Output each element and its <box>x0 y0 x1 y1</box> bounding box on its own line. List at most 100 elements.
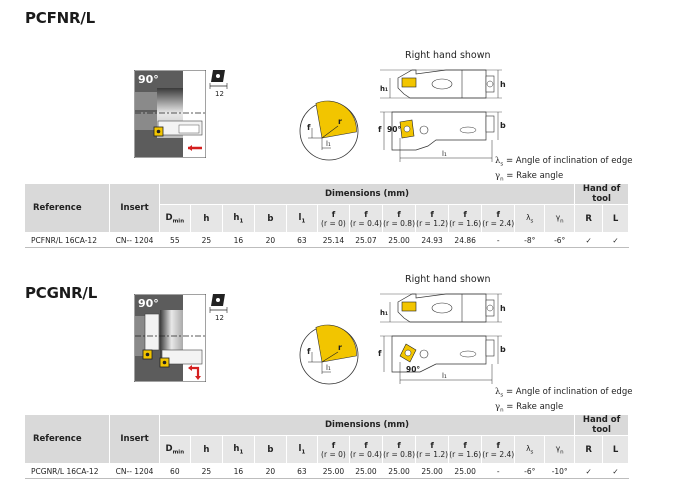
f-label: f <box>378 349 382 358</box>
application-pictogram: 90° <box>134 70 206 158</box>
legend: λs = Angle of inclination of edge γn = R… <box>495 387 632 416</box>
f-label: f <box>378 125 382 134</box>
legend-item-lambda: λs = Angle of inclination of edge <box>495 156 633 168</box>
cell-f-r0: 25.00 <box>317 463 350 479</box>
cell-h: 25 <box>190 463 223 479</box>
h-label: h <box>500 304 506 313</box>
cell-dmin: 55 <box>159 232 191 248</box>
header-hand-of-tool: Hand of tool <box>574 184 629 205</box>
header-h1: h1 <box>222 204 255 233</box>
header-dimensions: Dimensions (mm) <box>159 184 576 205</box>
l1-label: l₁ <box>326 140 331 148</box>
header-l1: l1 <box>286 435 318 464</box>
insert-shape-icon: 12 <box>209 294 228 322</box>
b-label: b <box>500 121 506 130</box>
insert-shape-icon: 12 <box>209 70 228 98</box>
header-l1: l1 <box>286 204 318 233</box>
cell-l1: 63 <box>286 463 318 479</box>
header-dimensions: Dimensions (mm) <box>159 415 576 436</box>
legend-item-lambda: λs = Angle of inclination of edge <box>495 387 633 399</box>
cell-h1: 16 <box>222 463 255 479</box>
angle-label: 90° <box>387 125 401 134</box>
corner-radius-detail: r f l₁ <box>299 100 359 161</box>
header-dmin: Dmin <box>159 435 191 464</box>
tool-holder-drawing: h h₁ b f 90° l₁ <box>378 293 506 384</box>
section-pcgnr: PCGNR/L 90° 12 r f l₁ <box>0 250 700 480</box>
header-f-r0: f(r = 0) <box>317 204 350 233</box>
cell-gamma: -6° <box>544 232 575 248</box>
pictogram-angle-label: 90° <box>138 297 159 310</box>
h-label: h <box>500 80 506 89</box>
header-insert: Insert <box>109 415 160 464</box>
cell-insert: CN-- 1204 <box>109 232 160 248</box>
header-left: L <box>602 435 629 464</box>
header-gamma: γn <box>544 435 576 464</box>
table-row: PCFNR/L 16CA-12 CN-- 1204 55 25 16 20 63… <box>25 232 629 248</box>
l1-label: l₁ <box>442 372 447 380</box>
header-f-r16: f(r = 1.6) <box>448 435 483 464</box>
cell-f-r16: 24.86 <box>448 232 482 248</box>
legend: λs = Angle of inclination of edge γn = R… <box>495 156 632 185</box>
header-h: h <box>190 435 223 464</box>
l1-label: l₁ <box>442 150 447 158</box>
cell-right-hand: ✓ <box>574 232 603 248</box>
cell-f-r16: 25.00 <box>448 463 482 479</box>
cell-insert: CN-- 1204 <box>109 463 160 479</box>
application-pictogram: 90° <box>134 294 206 382</box>
section-title: PCGNR/L <box>25 284 98 302</box>
tool-holder-drawing: h h₁ b f 90° l₁ <box>378 69 506 162</box>
pictogram-angle-label: 90° <box>138 73 159 86</box>
f-label: f <box>307 123 311 132</box>
spec-table: Reference Insert Dimensions (mm) Hand of… <box>25 184 629 248</box>
header-lambda: λs <box>514 204 546 233</box>
section-title: PCFNR/L <box>25 9 95 27</box>
header-dmin: Dmin <box>159 204 191 233</box>
cell-h: 25 <box>190 232 223 248</box>
legend-item-gamma: γn = Rake angle <box>495 170 564 183</box>
r-label: r <box>338 343 342 352</box>
angle-label: 90° <box>406 365 420 374</box>
header-b: b <box>254 435 287 464</box>
cell-b: 20 <box>254 463 287 479</box>
cell-left-hand: ✓ <box>602 463 629 479</box>
header-b: b <box>254 204 287 233</box>
header-reference: Reference <box>25 184 111 233</box>
cell-reference: PCGNR/L 16CA-12 <box>25 463 110 479</box>
spec-table: Reference Insert Dimensions (mm) Hand of… <box>25 415 629 479</box>
header-left: L <box>602 204 629 233</box>
header-f-r12: f(r = 1.2) <box>415 204 450 233</box>
header-insert: Insert <box>109 184 160 233</box>
cell-f-r04: 25.00 <box>349 463 383 479</box>
h1-label: h₁ <box>380 309 388 317</box>
table-row: PCGNR/L 16CA-12 CN-- 1204 60 25 16 20 63… <box>25 463 629 479</box>
header-lambda: λs <box>514 435 546 464</box>
cell-lambda: -8° <box>514 232 545 248</box>
header-f-r16: f(r = 1.6) <box>448 204 483 233</box>
cell-f-r24: - <box>481 463 515 479</box>
f-label: f <box>307 347 311 356</box>
cell-gamma: -10° <box>544 463 575 479</box>
header-f-r0: f(r = 0) <box>317 435 350 464</box>
cell-l1: 63 <box>286 232 318 248</box>
cell-f-r08: 25.00 <box>382 463 416 479</box>
header-gamma: γn <box>544 204 576 233</box>
right-hand-shown-caption: Right hand shown <box>405 50 491 61</box>
cell-dmin: 60 <box>159 463 191 479</box>
cell-f-r04: 25.07 <box>349 232 383 248</box>
cell-lambda: -6° <box>514 463 545 479</box>
cell-f-r24: - <box>481 232 515 248</box>
r-label: r <box>338 117 342 126</box>
header-f-r04: f(r = 0.4) <box>349 435 384 464</box>
cell-f-r12: 25.00 <box>415 463 449 479</box>
header-f-r08: f(r = 0.8) <box>382 204 417 233</box>
cell-f-r0: 25.14 <box>317 232 350 248</box>
corner-radius-detail: r f l₁ <box>299 324 359 385</box>
cell-right-hand: ✓ <box>574 463 603 479</box>
header-right: R <box>574 204 604 233</box>
legend-item-gamma: γn = Rake angle <box>495 401 564 414</box>
header-f-r24: f(r = 2.4) <box>481 204 516 233</box>
header-reference: Reference <box>25 415 111 464</box>
cell-b: 20 <box>254 232 287 248</box>
h1-label: h₁ <box>380 85 388 93</box>
cell-h1: 16 <box>222 232 255 248</box>
